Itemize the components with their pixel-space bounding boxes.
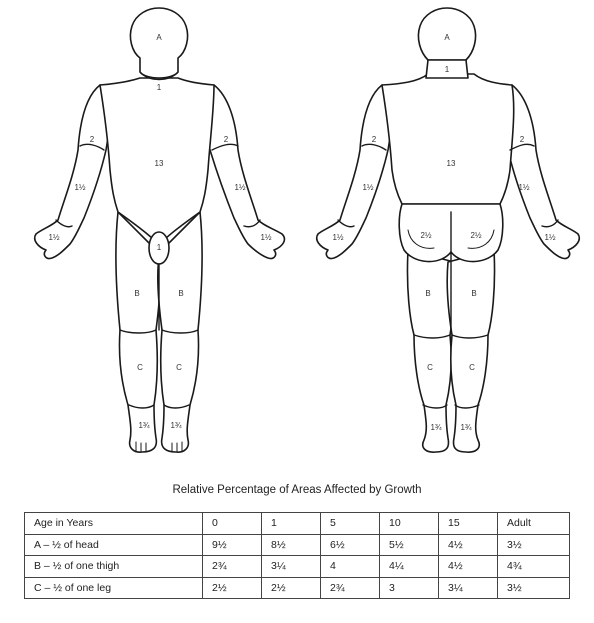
table-cell: 15 (439, 513, 498, 535)
table-cell: 3½ (498, 534, 570, 556)
table-cell: Age in Years (25, 513, 203, 535)
table-cell: 4¼ (380, 556, 439, 578)
table-cell: 4½ (439, 534, 498, 556)
table-cell: 5½ (380, 534, 439, 556)
back-torso (382, 74, 514, 204)
front-trunk-label: 13 (155, 159, 164, 168)
table-row: C – ½ of one leg 2½ 2½ 2¾ 3 3¼ 3½ (25, 577, 570, 599)
table-cell: 1 (262, 513, 321, 535)
table-cell: 6½ (321, 534, 380, 556)
back-buttock-right-label: 2½ (470, 231, 481, 240)
table-cell: 3½ (498, 577, 570, 599)
table-cell: 4¾ (498, 556, 570, 578)
back-foot-left-label: 1¾ (430, 423, 441, 432)
front-thigh-right-label: B (178, 289, 183, 298)
front-upper-arm-left-label: 2 (90, 135, 95, 144)
back-right-leg (447, 250, 494, 452)
back-thigh-left-label: B (425, 289, 430, 298)
front-hand-left-label: 1½ (48, 233, 59, 242)
front-thigh-left-label: B (134, 289, 139, 298)
front-view-figure: A 1 13 2 2 1½ 1½ 1½ 1½ 1 B B C C 1¾ 1¾ (35, 8, 285, 452)
front-left-arm (35, 85, 109, 258)
table-cell: 2¾ (203, 556, 262, 578)
back-leg-left-label: C (427, 363, 433, 372)
front-head-label: A (156, 33, 162, 42)
table-row: A – ½ of head 9½ 8½ 6½ 5½ 4½ 3½ (25, 534, 570, 556)
growth-percentage-table: Age in Years 0 1 5 10 15 Adult A – ½ of … (24, 512, 570, 599)
front-genital-label: 1 (157, 243, 162, 252)
front-head (130, 8, 187, 78)
back-thigh-right-label: B (471, 289, 476, 298)
back-hand-right-label: 1½ (544, 233, 555, 242)
front-hand-right-label: 1½ (260, 233, 271, 242)
table-cell: 3¼ (439, 577, 498, 599)
table-cell: 3 (380, 577, 439, 599)
back-view-figure: A 1 13 2 2 1½ 1½ 1½ 1½ 2½ 2½ B B C C 1¾ … (317, 8, 580, 452)
back-leg-right-label: C (469, 363, 475, 372)
front-right-arm (207, 85, 284, 258)
table-cell: 2½ (262, 577, 321, 599)
back-right-arm (505, 85, 579, 258)
front-forearm-right-label: 1½ (234, 183, 245, 192)
table-cell: 9½ (203, 534, 262, 556)
table-cell: 0 (203, 513, 262, 535)
front-leg-right-label: C (176, 363, 182, 372)
table-row: B – ½ of one thigh 2¾ 3¼ 4 4¼ 4½ 4¾ (25, 556, 570, 578)
back-forearm-left-label: 1½ (362, 183, 373, 192)
table-cell: 2½ (203, 577, 262, 599)
table-cell: C – ½ of one leg (25, 577, 203, 599)
table-caption: Relative Percentage of Areas Affected by… (0, 484, 594, 496)
back-forearm-right-label: 1½ (518, 183, 529, 192)
body-diagram: A 1 13 2 2 1½ 1½ 1½ 1½ 1 B B C C 1¾ 1¾ (0, 0, 594, 478)
table-cell: 5 (321, 513, 380, 535)
table-cell: A – ½ of head (25, 534, 203, 556)
front-leg-left-label: C (137, 363, 143, 372)
back-neck-label: 1 (445, 65, 450, 74)
front-upper-arm-right-label: 2 (224, 135, 229, 144)
back-foot-right-label: 1¾ (460, 423, 471, 432)
table-header-row: Age in Years 0 1 5 10 15 Adult (25, 513, 570, 535)
front-neck-label: 1 (157, 83, 162, 92)
back-buttock-left-label: 2½ (420, 231, 431, 240)
table-cell: 4½ (439, 556, 498, 578)
back-upper-arm-left-label: 2 (372, 135, 377, 144)
back-left-arm (317, 85, 391, 258)
table-cell: Adult (498, 513, 570, 535)
back-hand-left-label: 1½ (332, 233, 343, 242)
front-foot-right-label: 1¾ (170, 421, 181, 430)
table-cell: 8½ (262, 534, 321, 556)
table-cell: B – ½ of one thigh (25, 556, 203, 578)
back-trunk-label: 13 (447, 159, 456, 168)
table-cell: 2¾ (321, 577, 380, 599)
table-cell: 3¼ (262, 556, 321, 578)
back-upper-arm-right-label: 2 (520, 135, 525, 144)
table-cell: 10 (380, 513, 439, 535)
front-foot-left-label: 1¾ (138, 421, 149, 430)
back-head-label: A (444, 33, 450, 42)
front-forearm-left-label: 1½ (74, 183, 85, 192)
table-cell: 4 (321, 556, 380, 578)
